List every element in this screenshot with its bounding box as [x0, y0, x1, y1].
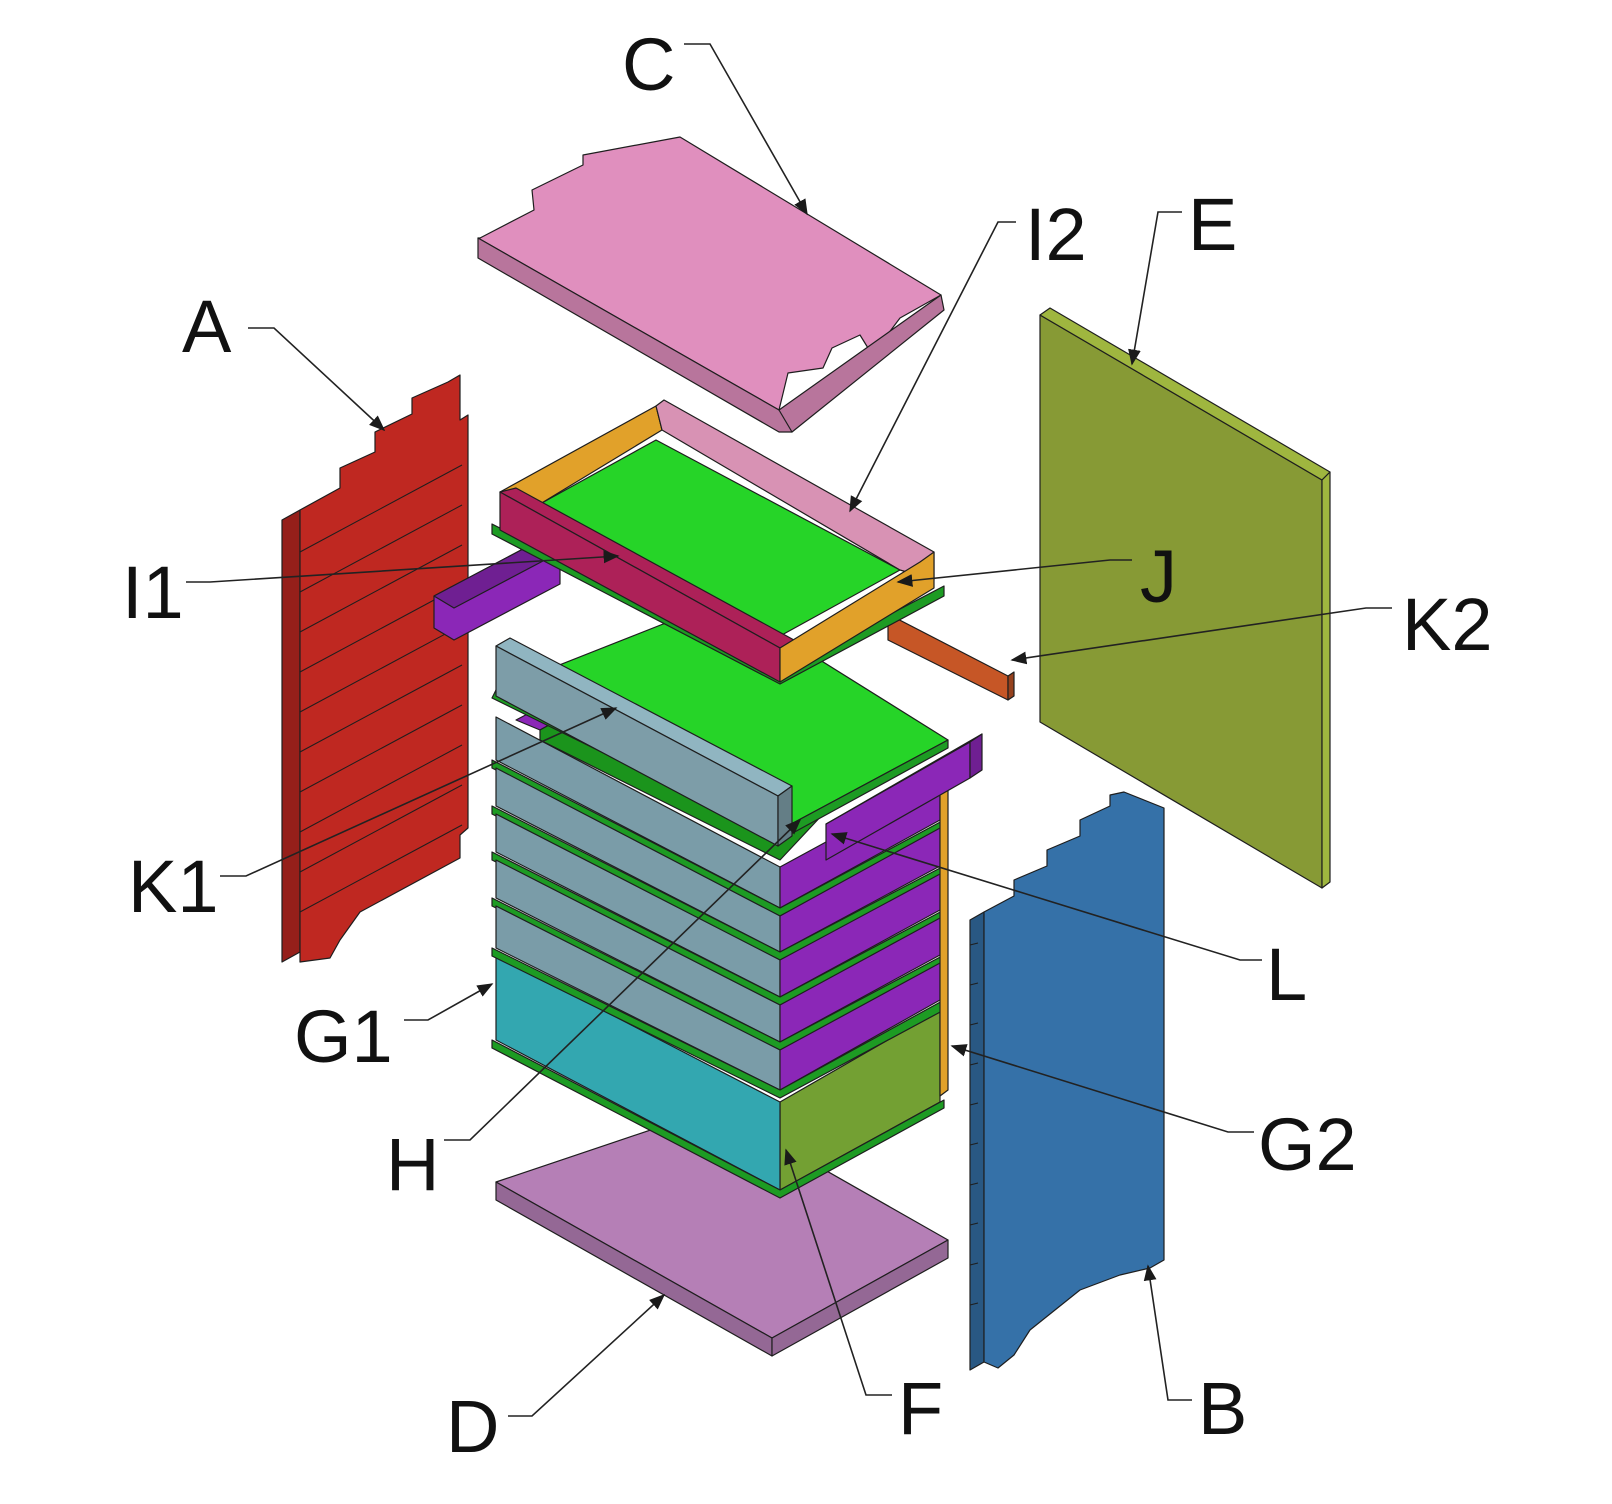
back-panel-face: [1039, 314, 1323, 889]
label-j: J: [1140, 535, 1177, 618]
part-b-right-panel: [969, 791, 1165, 1371]
side-rail-g2: [939, 785, 949, 1097]
leader-e: [1128, 211, 1182, 366]
part-c-top-panel: [477, 136, 945, 433]
k2-bar-face: [887, 613, 1009, 701]
leader-j: [896, 559, 1132, 587]
label-i2: I2: [1025, 193, 1087, 276]
bottom-panel-side-edge: [771, 1239, 949, 1357]
part-a-left-panel: [281, 374, 469, 963]
leader-l: [830, 832, 1262, 961]
label-i1: I1: [122, 551, 184, 634]
label-g2: G2: [1258, 1103, 1357, 1186]
part-l-bar: [825, 733, 983, 861]
leader-b: [1143, 1264, 1192, 1401]
leader-c: [684, 43, 808, 216]
back-panel-side-edge: [1321, 471, 1331, 889]
label-l: L: [1266, 933, 1307, 1016]
leader-f: [784, 1148, 892, 1396]
leader-a: [248, 327, 386, 432]
part-e-back-panel: [1039, 307, 1331, 889]
top-panel-face: [477, 136, 942, 411]
label-k1: K1: [128, 845, 219, 928]
k2-bar-end: [1007, 671, 1015, 701]
leader-h: [444, 818, 802, 1141]
leader-d: [508, 1293, 666, 1417]
part-d-bottom-panel: [495, 1107, 949, 1357]
l-end-face: [969, 733, 983, 779]
label-b: B: [1198, 1367, 1247, 1450]
label-f: F: [898, 1367, 943, 1450]
right-panel-face: [983, 791, 1165, 1369]
label-g1: G1: [294, 995, 393, 1078]
callouts: C I2 E A I1 J K2 K1 L G1 G2 H: [122, 23, 1493, 1468]
leader-g2: [950, 1044, 1254, 1133]
label-d: D: [446, 1385, 499, 1468]
label-a: A: [182, 285, 232, 368]
tray-assembly: [433, 399, 1015, 701]
drawer-stack: [491, 696, 949, 1199]
leader-k2: [1010, 607, 1392, 665]
part-k1-cross-bar: [495, 637, 793, 847]
left-panel-face: [299, 374, 469, 963]
right-panel-notches: [969, 942, 979, 1306]
leader-i1: [186, 550, 620, 583]
label-h: H: [386, 1123, 439, 1206]
top-panel-side: [778, 294, 945, 433]
right-panel-side: [969, 911, 985, 1371]
label-e: E: [1188, 183, 1237, 266]
k1-end-face: [777, 785, 793, 847]
label-c: C: [622, 23, 675, 106]
label-k2: K2: [1402, 583, 1493, 666]
bottom-divider-strip: [491, 1039, 945, 1199]
leader-k1: [220, 707, 618, 877]
leader-i2: [849, 221, 1016, 513]
leader-g1: [404, 983, 494, 1021]
